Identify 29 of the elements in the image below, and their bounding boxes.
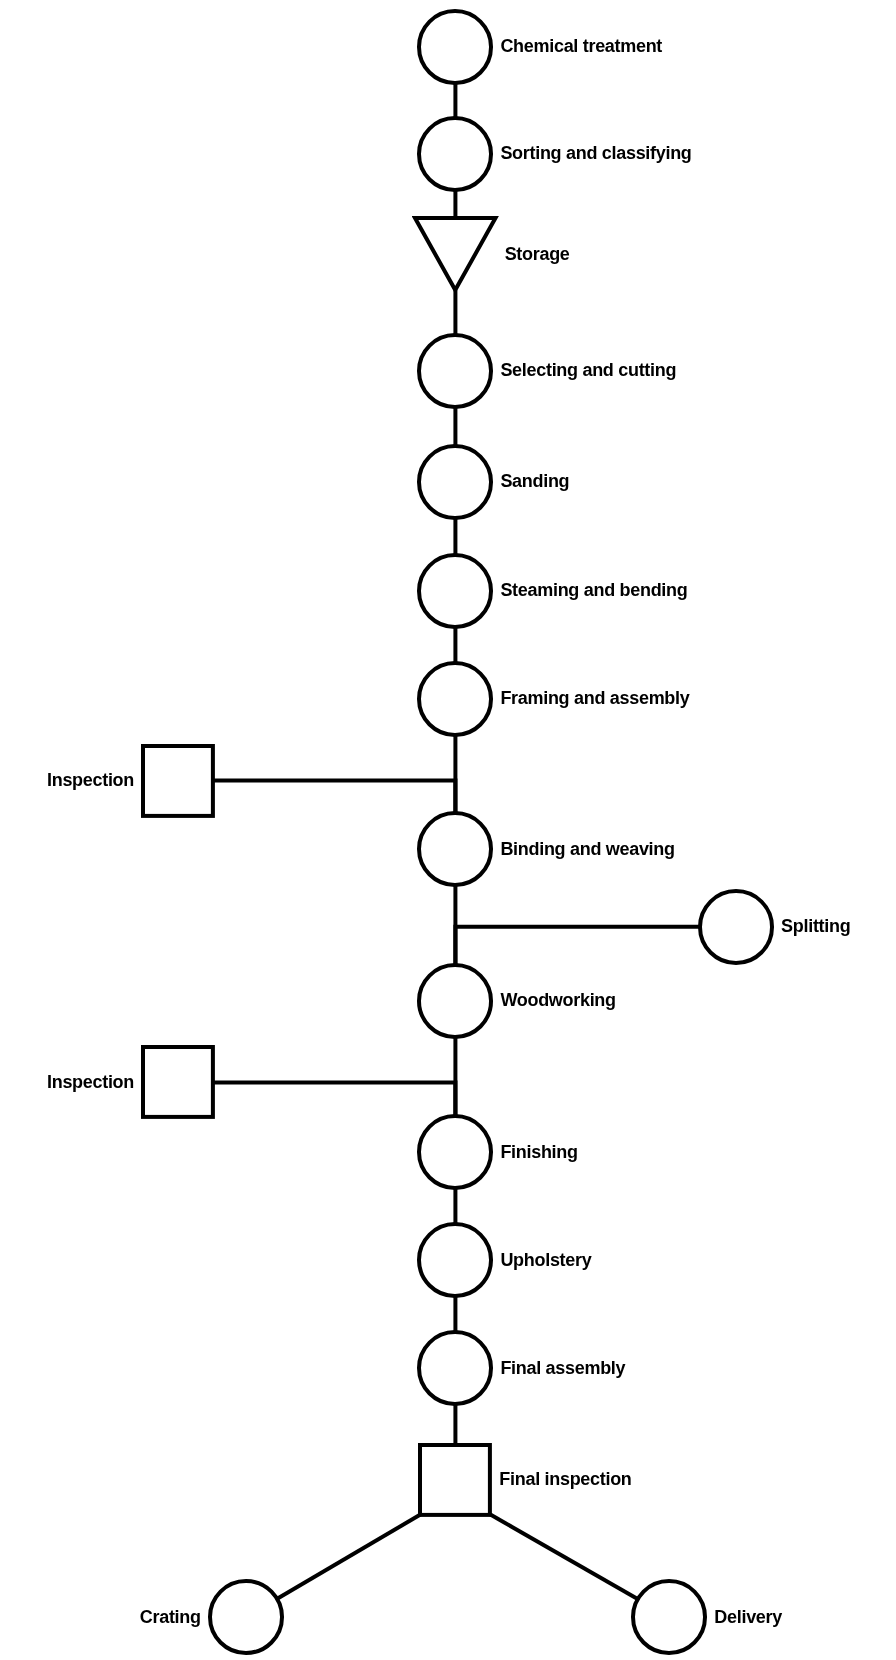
step-label: Storage	[504, 243, 570, 265]
connector-line	[453, 189, 458, 219]
step-label: Steaming and bending	[500, 580, 688, 602]
connector-line	[453, 82, 458, 118]
step-label: Finishing	[500, 1141, 578, 1163]
connector-line	[275, 1512, 422, 1601]
step-label: Sorting and classifying	[500, 143, 692, 165]
connector-line	[453, 290, 458, 335]
step-label: Inspection	[47, 1071, 134, 1093]
step-label: Splitting	[781, 916, 851, 938]
step-label: Binding and weaving	[500, 838, 675, 860]
connector-line	[453, 1296, 458, 1333]
connector-line	[453, 517, 458, 555]
step-label: Inspection	[47, 770, 134, 792]
connector-line	[453, 1188, 458, 1225]
step-label: Framing and assembly	[500, 688, 690, 710]
step-label: Delivery	[714, 1606, 782, 1628]
step-label: Final inspection	[499, 1469, 632, 1491]
connector-line	[453, 627, 458, 663]
step-label: Upholstery	[500, 1249, 592, 1271]
connector-line	[489, 1512, 640, 1602]
step-label: Sanding	[500, 471, 570, 493]
connector-line	[453, 1404, 458, 1445]
connector-line	[453, 406, 458, 446]
step-label: Selecting and cutting	[500, 360, 677, 382]
step-label: Chemical treatment	[500, 36, 663, 58]
step-label: Crating	[139, 1606, 201, 1628]
step-label: Woodworking	[500, 990, 616, 1012]
step-label: Final assembly	[500, 1357, 626, 1379]
